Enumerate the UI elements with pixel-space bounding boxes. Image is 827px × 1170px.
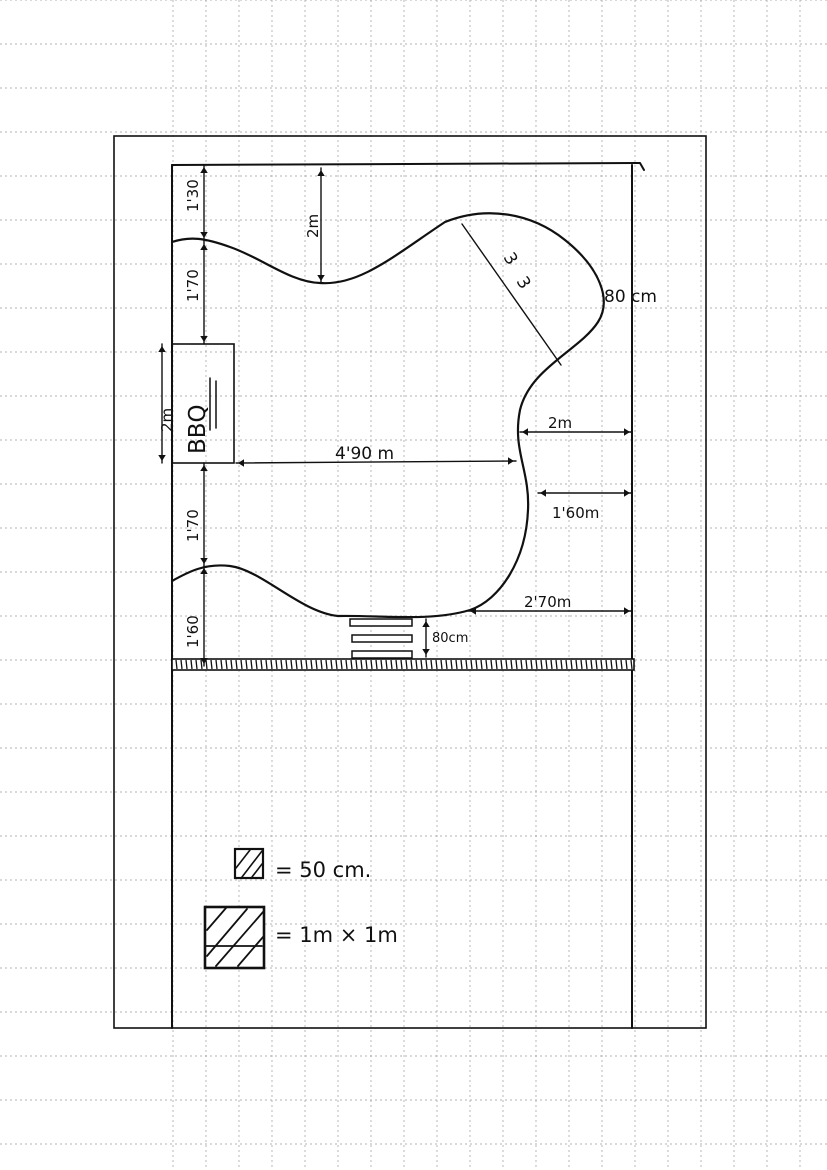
dim-left-upper-gap: 1'70: [184, 269, 202, 302]
bbq-label: BBQ: [185, 404, 211, 454]
legend: = 50 cm. = 1m × 1m: [203, 847, 398, 970]
dimension-lines: [161, 164, 633, 667]
dim-top-curve-depth: 2m: [304, 214, 322, 238]
legend-small-square: [233, 847, 265, 880]
dim-right-middle-gap: 2m: [548, 414, 572, 432]
dim-top-strip: 1'30: [184, 179, 202, 212]
dim-steps-gap: 80cm: [432, 631, 468, 646]
dim-diagonal-upper: 3: [499, 249, 522, 269]
dim-diagonal-lower: 3: [512, 273, 535, 293]
legend-small-label: = 50 cm.: [275, 858, 371, 882]
pool-steps: [349, 618, 413, 659]
dim-left-lower-gap: 1'70: [184, 509, 202, 542]
dim-right-lower-gap: 1'60m: [552, 504, 599, 522]
dimension-arrowheads: [158, 167, 630, 664]
bbq-unit: BBQ: [171, 343, 235, 464]
garden-top-boundary: [171, 162, 645, 171]
page-frame: [113, 135, 707, 1029]
dim-right-top-gap: 80 cm: [604, 287, 657, 307]
bbq-box: [171, 343, 235, 464]
dim-bbq-height: 2m: [158, 408, 176, 432]
dim-left-bottom-strip: 1'60: [184, 615, 202, 648]
pool-outline: [170, 212, 605, 619]
dim-bottom-right-gap: 2'70m: [524, 593, 571, 611]
dim-width-center: 4'90 m: [335, 444, 394, 464]
bottom-wall: [171, 658, 635, 671]
legend-large-square: [203, 905, 266, 970]
legend-large-label: = 1m × 1m: [275, 923, 398, 947]
